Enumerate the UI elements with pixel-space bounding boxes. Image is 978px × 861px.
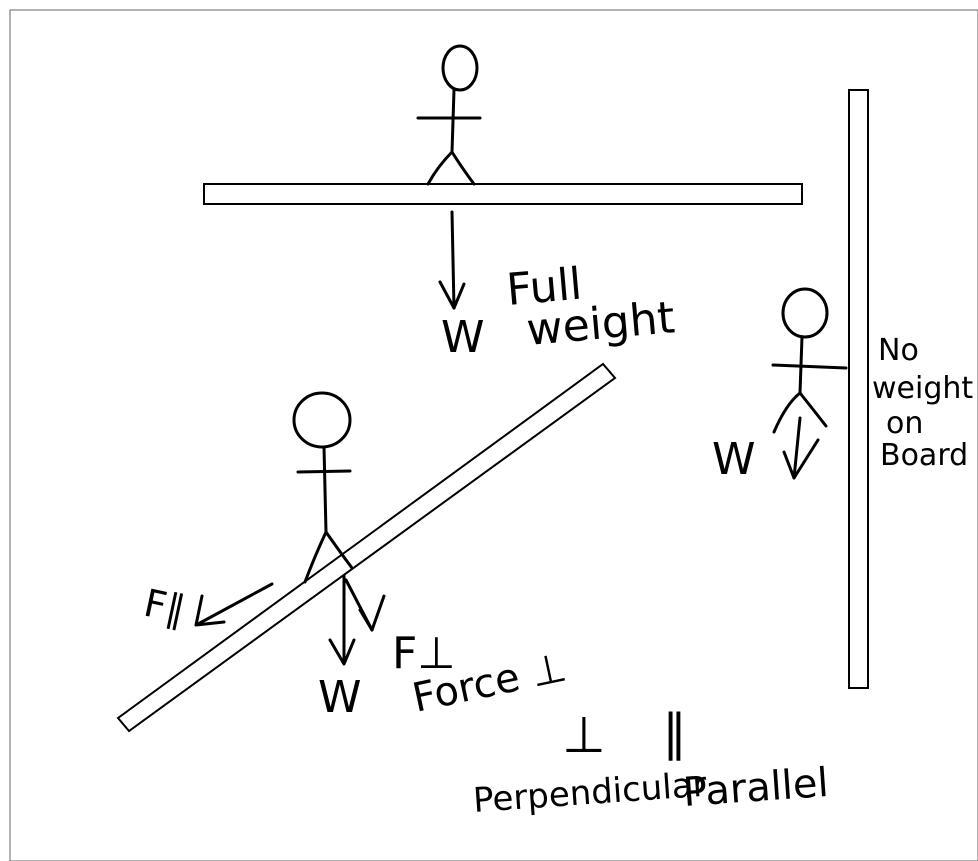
inclined-board (116, 362, 617, 733)
weight-arrow-incline (328, 574, 356, 666)
figure-arms (771, 363, 848, 370)
incline-scene: F∥ W F⊥ Force ⊥ (116, 362, 617, 733)
figure-body (450, 88, 456, 154)
arrow-shaft (196, 582, 274, 626)
no-weight-label-3: on (886, 406, 923, 441)
figure-left-leg (303, 530, 328, 584)
perpendicular-label: Perpendicular (472, 765, 708, 821)
figure-left-leg (426, 150, 454, 186)
weight-arrow-top (438, 210, 466, 310)
top-weight-label: W (441, 312, 485, 363)
f-parallel-label: F∥ (140, 581, 189, 633)
symbol-legend: ⊥ ∥ Perpendicular Parallel (472, 704, 830, 821)
stick-figure-right (771, 287, 848, 434)
figure-head (441, 44, 479, 92)
figure-left-leg (772, 391, 802, 434)
incline-weight-label: W (318, 672, 362, 723)
stick-figure-incline (292, 391, 354, 584)
parallel-force-arrow (194, 582, 274, 627)
perp-symbol: ⊥ (562, 706, 606, 764)
figure-head (292, 391, 352, 449)
stick-figure-top (416, 44, 482, 186)
arrow-shaft (792, 416, 802, 480)
weight-arrow-right (782, 416, 820, 480)
arrow-head (358, 594, 386, 632)
figure-arms (296, 469, 352, 474)
perpendicular-force-arrow (344, 578, 386, 632)
no-weight-label-4: Board (880, 438, 968, 473)
f-perp-label: F⊥ (392, 628, 456, 679)
full-label: Full (505, 259, 584, 316)
arrow-head (328, 638, 356, 666)
horizontal-scene: W Full weight (203, 44, 803, 363)
figure-right-leg (450, 150, 476, 186)
arrow-head (194, 594, 226, 627)
page-frame (9, 9, 978, 861)
vertical-scene: W No weight on Board (712, 89, 973, 689)
arrow-shaft (450, 210, 456, 310)
parallel-label: Parallel (681, 760, 830, 816)
vertical-board (848, 89, 869, 689)
figure-head (781, 287, 829, 339)
right-weight-label: W (712, 434, 756, 485)
figure-right-leg (324, 530, 354, 570)
arrow-head (438, 280, 466, 310)
parallel-symbol: ∥ (662, 704, 687, 762)
no-weight-label-1: No (878, 333, 919, 368)
arrow-head (782, 438, 820, 480)
horizontal-board (203, 183, 803, 205)
no-weight-label-2: weight (872, 371, 973, 406)
figure-right-leg (798, 391, 828, 428)
figure-body (322, 445, 328, 534)
